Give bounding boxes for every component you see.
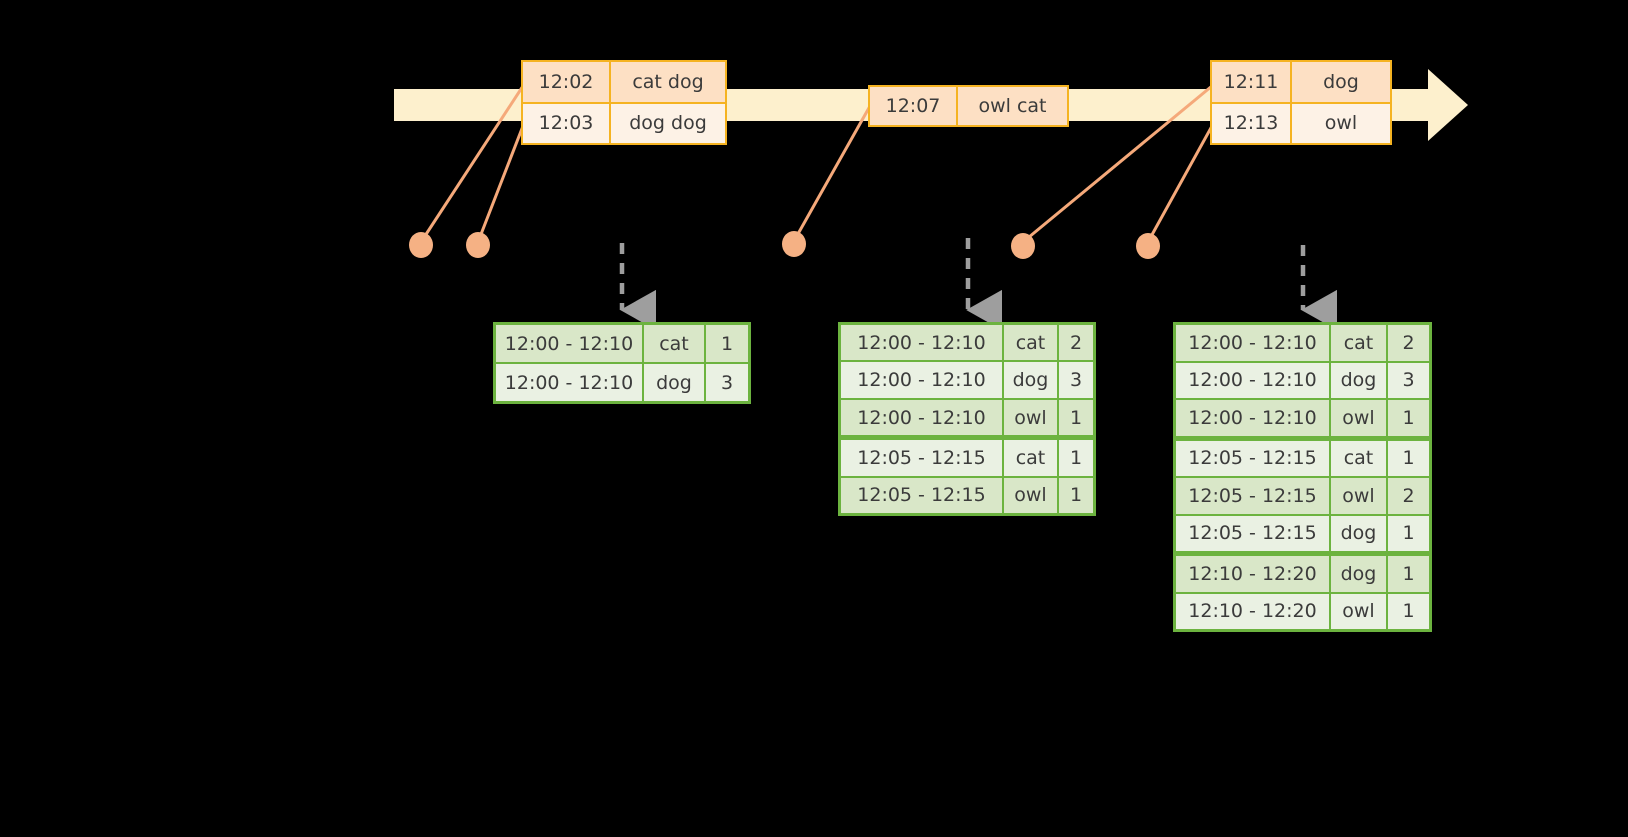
cell-window: 12:00 - 12:10 <box>1176 400 1331 436</box>
event-dot-1213[interactable] <box>1136 233 1160 259</box>
cell-window: 12:00 - 12:10 <box>1176 325 1331 361</box>
cell-word: dog <box>1004 362 1059 398</box>
event-time: 12:07 <box>870 87 958 125</box>
cell-count: 1 <box>1059 477 1093 514</box>
cell-window: 12:10 - 12:20 <box>1176 593 1331 629</box>
cell-word: cat <box>1331 325 1388 361</box>
event-time: 12:11 <box>1212 62 1292 102</box>
table-row[interactable]: 12:00 - 12:10 cat 1 <box>496 325 748 364</box>
cell-count: 1 <box>706 325 748 362</box>
event-row[interactable]: 12:03 dog dog <box>523 101 725 143</box>
cell-word: owl <box>1331 400 1388 436</box>
event-words: dog dog <box>611 103 725 143</box>
cell-window: 12:00 - 12:10 <box>841 325 1004 361</box>
cell-window: 12:05 - 12:15 <box>1176 515 1331 551</box>
table-row[interactable]: 12:05 - 12:15 owl 2 <box>1176 478 1429 516</box>
event-dot-1202[interactable] <box>409 232 433 258</box>
table-row[interactable]: 12:05 - 12:15 dog 1 <box>1176 515 1429 556</box>
timeline-arrowhead <box>1428 69 1468 141</box>
cell-word: cat <box>644 325 706 362</box>
cell-word: dog <box>1331 556 1388 592</box>
cell-count: 1 <box>1388 440 1429 476</box>
table-row[interactable]: 12:10 - 12:20 dog 1 <box>1176 556 1429 594</box>
table-row[interactable]: 12:00 - 12:10 owl 1 <box>841 399 1093 441</box>
table-row[interactable]: 12:00 - 12:10 cat 2 <box>1176 325 1429 363</box>
cell-window: 12:05 - 12:15 <box>1176 478 1331 514</box>
result-table-3[interactable]: 12:00 - 12:10 cat 2 12:00 - 12:10 dog 3 … <box>1173 322 1432 632</box>
cell-window: 12:00 - 12:10 <box>496 364 644 401</box>
connector-line-1213 <box>1146 125 1214 243</box>
cell-word: dog <box>1331 515 1388 551</box>
table-row[interactable]: 12:00 - 12:10 dog 3 <box>496 364 748 401</box>
cell-count: 3 <box>1388 362 1429 398</box>
cell-count: 1 <box>1059 440 1093 476</box>
cell-window: 12:05 - 12:15 <box>841 440 1004 476</box>
event-words: owl cat <box>958 87 1067 125</box>
cell-word: owl <box>1331 593 1388 629</box>
cell-window: 12:00 - 12:10 <box>841 362 1004 398</box>
event-words: dog <box>1292 62 1390 102</box>
event-dot-1207[interactable] <box>782 231 806 257</box>
cell-count: 3 <box>1059 362 1093 398</box>
cell-count: 2 <box>1388 478 1429 514</box>
cell-window: 12:00 - 12:10 <box>1176 362 1331 398</box>
table-row[interactable]: 12:05 - 12:15 owl 1 <box>841 477 1093 514</box>
cell-window: 12:05 - 12:15 <box>1176 440 1331 476</box>
connector-line-1207 <box>792 105 872 242</box>
cell-count: 1 <box>1388 400 1429 436</box>
cell-window: 12:00 - 12:10 <box>496 325 644 362</box>
cell-word: owl <box>1331 478 1388 514</box>
event-words: cat dog <box>611 62 725 102</box>
table-row[interactable]: 12:00 - 12:10 owl 1 <box>1176 400 1429 441</box>
event-box-2[interactable]: 12:07 owl cat <box>868 85 1069 127</box>
cell-word: dog <box>644 364 706 401</box>
event-row[interactable]: 12:11 dog <box>1212 62 1390 102</box>
event-time: 12:03 <box>523 103 611 143</box>
cell-count: 1 <box>1388 515 1429 551</box>
event-row[interactable]: 12:13 owl <box>1212 101 1390 143</box>
table-row[interactable]: 12:00 - 12:10 dog 3 <box>1176 362 1429 400</box>
table-row[interactable]: 12:00 - 12:10 cat 2 <box>841 325 1093 363</box>
result-table-2[interactable]: 12:00 - 12:10 cat 2 12:00 - 12:10 dog 3 … <box>838 322 1096 516</box>
connector-line-1203 <box>476 125 525 243</box>
event-row[interactable]: 12:07 owl cat <box>870 87 1067 125</box>
event-dot-1203[interactable] <box>466 232 490 258</box>
table-row[interactable]: 12:10 - 12:20 owl 1 <box>1176 593 1429 629</box>
event-words: owl <box>1292 103 1390 143</box>
cell-window: 12:00 - 12:10 <box>841 399 1004 436</box>
event-box-1[interactable]: 12:02 cat dog 12:03 dog dog <box>521 60 727 145</box>
cell-count: 1 <box>1059 399 1093 436</box>
cell-word: cat <box>1004 325 1059 361</box>
event-box-3[interactable]: 12:11 dog 12:13 owl <box>1210 60 1392 145</box>
cell-word: cat <box>1004 440 1059 476</box>
cell-word: dog <box>1331 362 1388 398</box>
cell-word: cat <box>1331 440 1388 476</box>
result-table-1[interactable]: 12:00 - 12:10 cat 1 12:00 - 12:10 dog 3 <box>493 322 751 404</box>
cell-word: owl <box>1004 399 1059 436</box>
table-row[interactable]: 12:05 - 12:15 cat 1 <box>1176 440 1429 478</box>
cell-word: owl <box>1004 477 1059 514</box>
cell-count: 2 <box>1059 325 1093 361</box>
event-time: 12:13 <box>1212 103 1292 143</box>
event-dot-1211[interactable] <box>1011 233 1035 259</box>
event-time: 12:02 <box>523 62 611 102</box>
cell-count: 1 <box>1388 556 1429 592</box>
cell-window: 12:10 - 12:20 <box>1176 556 1331 592</box>
cell-count: 3 <box>706 364 748 401</box>
cell-window: 12:05 - 12:15 <box>841 477 1004 514</box>
event-row[interactable]: 12:02 cat dog <box>523 62 725 102</box>
table-row[interactable]: 12:05 - 12:15 cat 1 <box>841 440 1093 478</box>
table-row[interactable]: 12:00 - 12:10 dog 3 <box>841 362 1093 400</box>
cell-count: 1 <box>1388 593 1429 629</box>
cell-count: 2 <box>1388 325 1429 361</box>
